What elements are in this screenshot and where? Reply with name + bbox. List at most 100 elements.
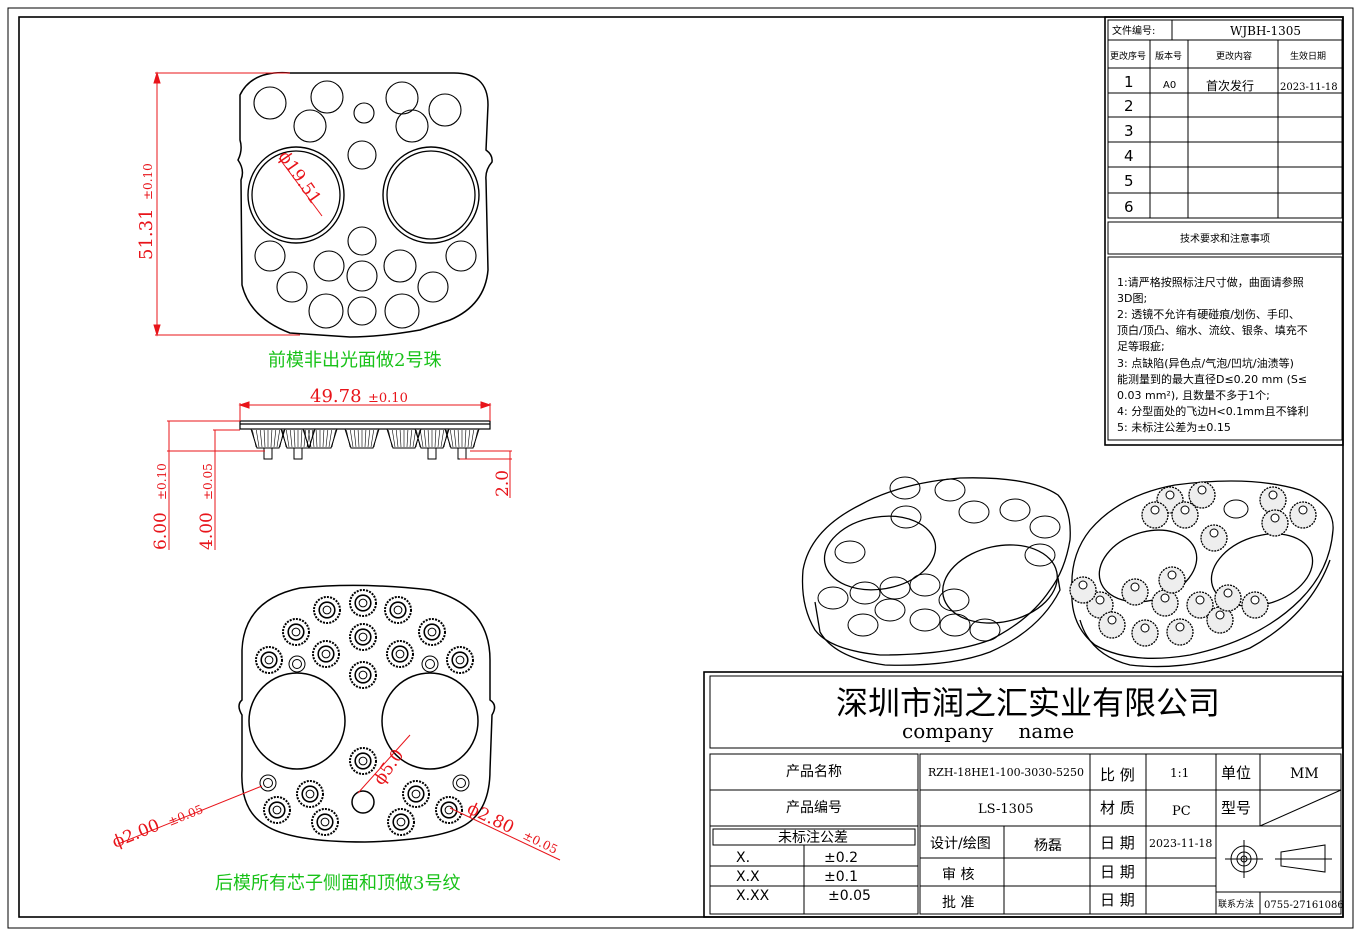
cone-hatch	[286, 429, 290, 448]
lens-circle	[347, 296, 377, 326]
side-dimensions	[167, 401, 512, 550]
iso-lens-core	[1214, 584, 1242, 612]
lens-core-ring	[317, 645, 335, 663]
tech-line: 5: 未标注公差为±0.15	[1117, 420, 1231, 434]
dim-height-front: 51.31	[136, 208, 157, 260]
iso-lens-core	[1121, 578, 1149, 606]
lens-circle	[383, 249, 417, 283]
cone-hatch	[388, 429, 393, 448]
pin-ring-inner	[456, 778, 466, 788]
tol-row-key: X.	[736, 850, 750, 866]
pin-ring	[421, 655, 439, 673]
iso-lens-circle	[909, 608, 941, 632]
cone-hatch	[270, 429, 273, 448]
lens-core-ring	[407, 785, 425, 803]
iso-gate-boss	[1223, 499, 1249, 519]
iso-lens-core-top	[1223, 588, 1233, 598]
iso-lens-core-top	[1180, 505, 1190, 515]
cone-hatch	[446, 429, 451, 448]
tech-line: 2: 透镜不允许有硬碰痕/划伤、手印、	[1117, 307, 1300, 321]
lens-circle	[310, 80, 344, 114]
iso-lens-core	[1166, 618, 1194, 646]
inner-border	[18, 16, 1344, 918]
iso-lens-core	[1289, 501, 1317, 529]
cone-hatch	[259, 429, 263, 448]
doc-no-label: 文件编号:	[1112, 24, 1155, 37]
lens-core-ring	[451, 651, 469, 669]
iso-lens-circle	[999, 498, 1031, 522]
tol-row-key: X.X	[736, 869, 760, 885]
dim-d5: ϕ5.0	[370, 746, 409, 789]
iso-lens-core	[1171, 501, 1199, 529]
lens-core	[402, 780, 430, 808]
lens-core	[263, 796, 291, 824]
lens-core-center	[322, 605, 332, 615]
lens-circle	[253, 86, 287, 120]
lens-circle	[395, 109, 429, 143]
iso-lens-core-top	[1197, 485, 1207, 495]
iso-lens-circle	[847, 613, 879, 637]
iso-lens-core-top	[1107, 615, 1117, 625]
lens-core-ring	[391, 645, 409, 663]
cone-hatch	[364, 429, 367, 448]
cone-hatch	[453, 429, 457, 448]
iso-lens-core-top	[1165, 490, 1175, 500]
lens-core-ring	[268, 801, 286, 819]
rev-row-no: 3	[1124, 122, 1134, 140]
lens-core-center	[358, 670, 368, 680]
iso-lens-core-top	[1298, 505, 1308, 515]
lens-core-center	[444, 805, 454, 815]
cone-hatch	[370, 429, 374, 448]
rev-header-ver: 版本号	[1155, 50, 1182, 62]
iso-lens-core	[1069, 576, 1097, 604]
iso-lens-circle	[817, 586, 849, 610]
cone-hatch	[423, 429, 427, 448]
iso-lens-circle	[934, 478, 966, 502]
lens-core-ring	[392, 813, 410, 831]
side-view	[239, 420, 491, 430]
iso-lens-core-top	[1195, 595, 1205, 605]
lens-core	[387, 808, 415, 836]
iso-lens-circle	[958, 500, 990, 524]
lens-core-center	[427, 627, 437, 637]
lens-circle	[353, 102, 375, 124]
cone-hatch	[315, 429, 318, 448]
lens-core-center	[291, 627, 301, 637]
design-label: 设计/绘图	[930, 836, 991, 852]
lens-core-ring	[318, 601, 336, 619]
iso-lens-circle	[890, 505, 922, 529]
lens-core-ring	[354, 752, 372, 770]
lens-circle	[308, 293, 344, 329]
rev-row-no: 4	[1124, 147, 1134, 165]
iso-lens-core-top	[1175, 622, 1185, 632]
lens-core-center	[393, 605, 403, 615]
lens-core	[296, 780, 324, 808]
back-view	[238, 584, 496, 843]
iso-lens-core-top	[1150, 505, 1160, 515]
doc-no-value: WJBH-1305	[1230, 24, 1301, 38]
cone-hatch	[289, 429, 293, 448]
dim-d2-tol: ±0.05	[166, 802, 205, 829]
lens-core	[312, 640, 340, 668]
lens-core	[311, 808, 339, 836]
outer-border	[7, 7, 1354, 929]
tol-row-key: X.XX	[736, 888, 770, 904]
dim-h2: 2.0	[493, 470, 513, 497]
iso-lens-core-top	[1160, 593, 1170, 603]
iso-lens-core	[1131, 619, 1159, 647]
cone-hatch	[252, 429, 257, 448]
product-no-label: 产品编号	[786, 800, 842, 816]
company-en: company name	[902, 719, 1074, 743]
cone-hatch	[409, 429, 413, 448]
iso-lens-circle	[879, 576, 911, 600]
rev-header-no: 更改序号	[1110, 50, 1146, 62]
iso-front-lens-circles	[817, 476, 1061, 642]
back-note: 后模所有芯子侧面和顶做3号纹	[215, 873, 460, 894]
tol-row-val: ±0.1	[824, 869, 858, 885]
iso-lens-core-top	[1250, 595, 1260, 605]
iso-lens-core	[1188, 481, 1216, 509]
rev-row-content: 首次发行	[1206, 78, 1254, 93]
cone-hatch	[350, 429, 354, 448]
tech-line: 3D图;	[1117, 292, 1147, 305]
iso-lens-core	[1241, 591, 1269, 619]
